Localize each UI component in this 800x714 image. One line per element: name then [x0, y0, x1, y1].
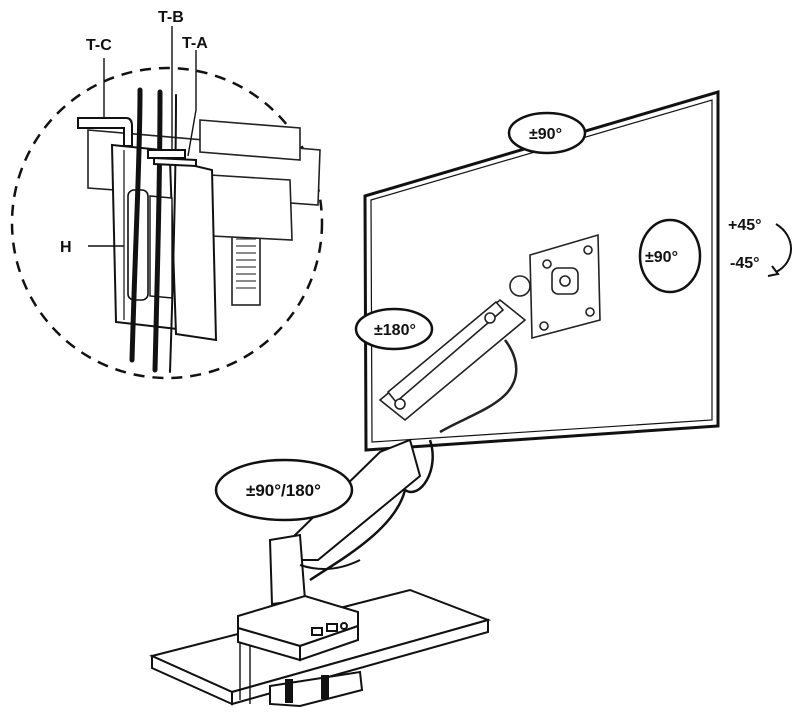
rotate-arrow-monitor-side [638, 218, 702, 294]
lower-arm [268, 438, 434, 606]
upper-arm [378, 275, 531, 434]
rotation-arrows [214, 111, 792, 522]
callout-leaders [88, 26, 197, 247]
rotation-label-base: ±90°/180° [246, 481, 321, 500]
rotate-arrow-base [214, 458, 354, 522]
rotation-label-monitor-side: ±90° [645, 249, 678, 266]
cable-management-detail: T-C T-B T-A H [10, 9, 324, 380]
allen-keys [77, 117, 197, 168]
monitor [363, 89, 720, 452]
callout-h: H [60, 239, 72, 256]
vesa-plate [529, 233, 601, 340]
rotation-label-tilt-down: -45° [730, 255, 760, 272]
cable-cover-h [110, 143, 218, 342]
callout-t-c: T-C [86, 37, 112, 54]
tilt-arrow-icon [775, 223, 792, 273]
callout-t-a: T-A [182, 35, 208, 52]
clamp-base [237, 594, 364, 708]
rotate-arrow-arm-joint [354, 307, 434, 351]
rotation-label-monitor-top: ±90° [529, 126, 562, 143]
detail-cables [129, 87, 177, 373]
rotation-label-arm-joint: ±180° [374, 322, 416, 339]
rotation-label-tilt-up: +45° [728, 217, 762, 234]
callout-t-b: T-B [158, 9, 184, 26]
rotate-arrow-monitor-top [507, 111, 587, 155]
